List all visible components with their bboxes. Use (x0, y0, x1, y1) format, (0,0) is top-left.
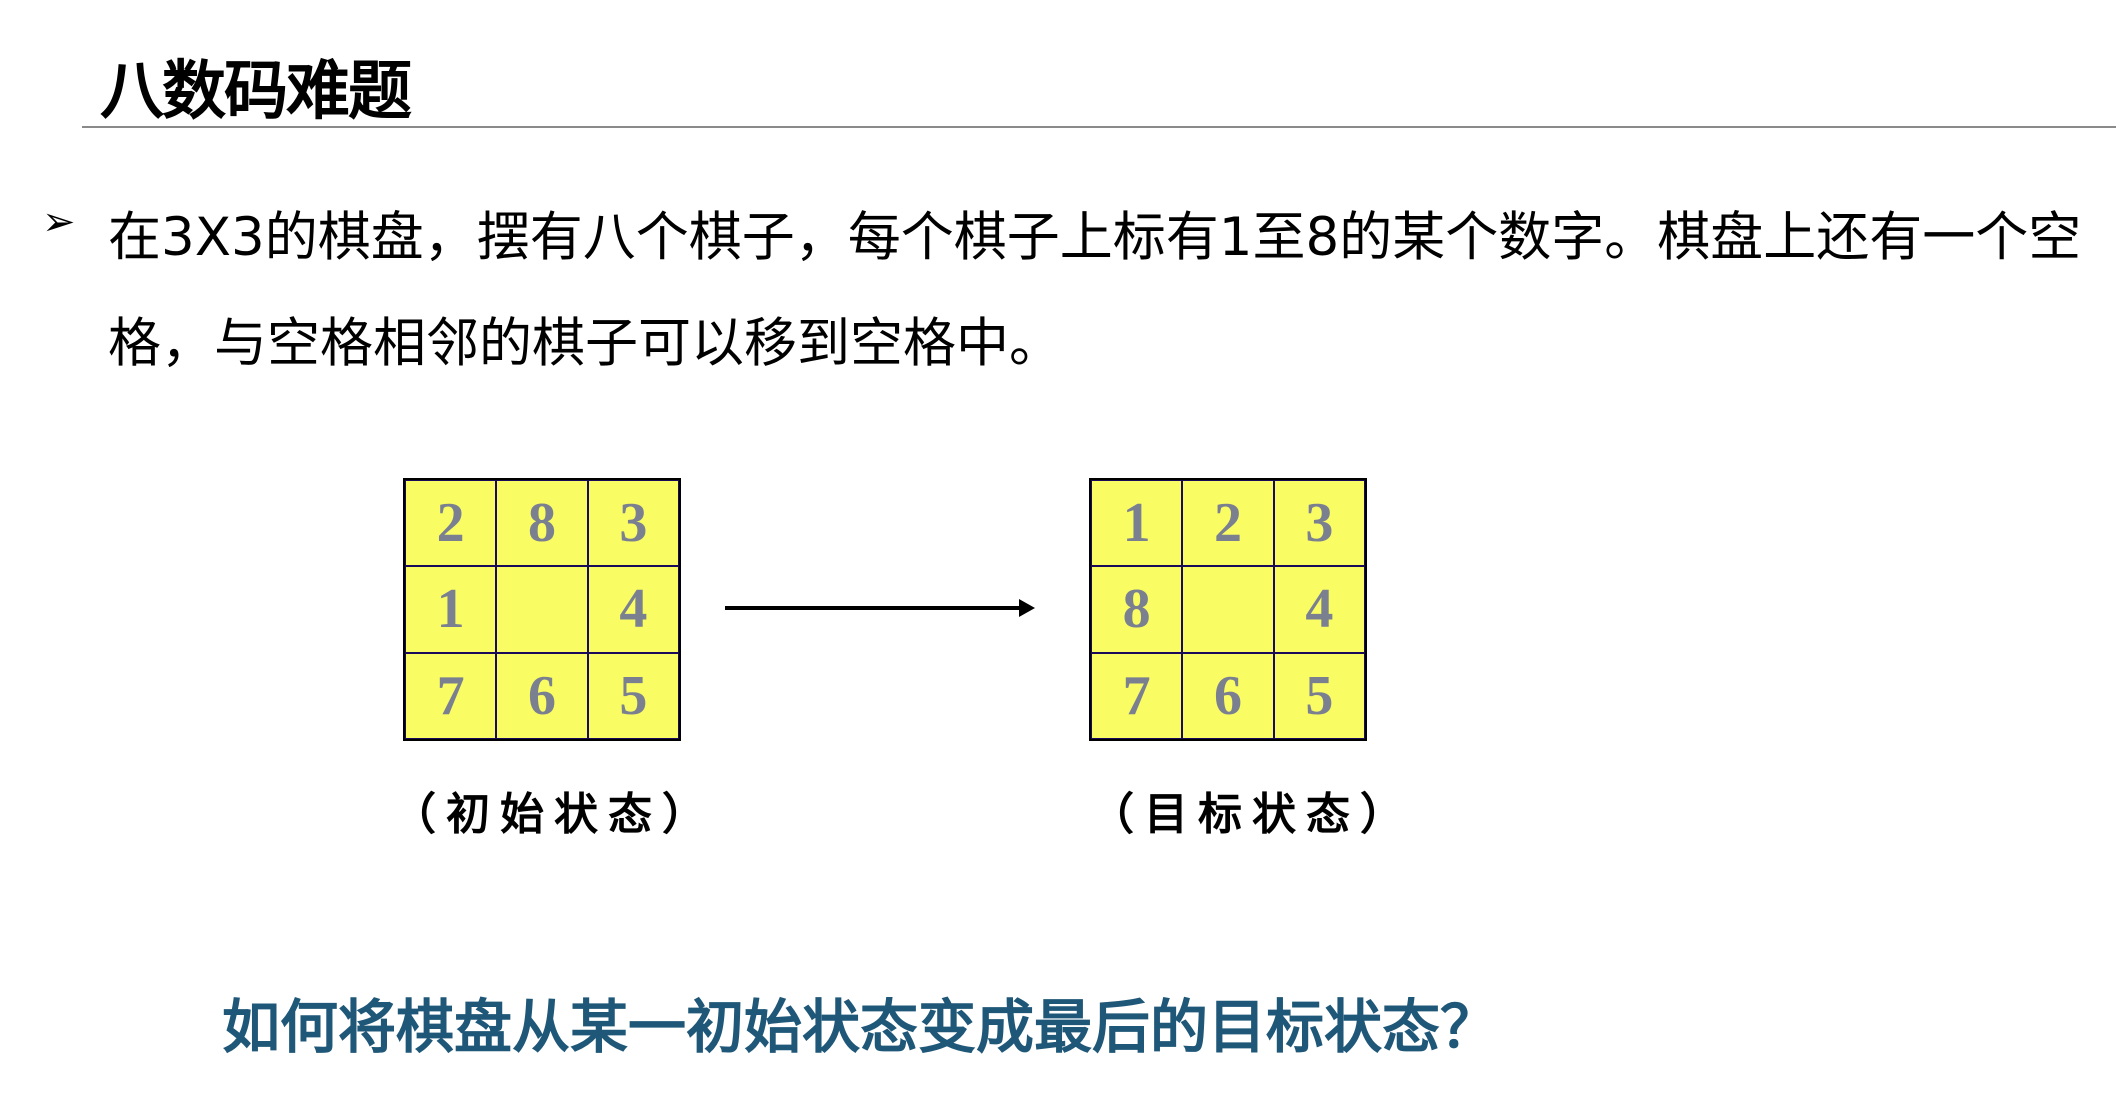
arrow-bullet-icon: ➢ (42, 199, 76, 245)
board-cell: 3 (587, 480, 679, 567)
board-cell: 4 (1273, 566, 1365, 653)
board-cell-empty (496, 566, 588, 653)
board-cell-empty (1182, 566, 1274, 653)
title-divider (82, 126, 2116, 128)
bullet-text: 在3X3的棋盘，摆有八个棋子，每个棋子上标有1至8的某个数字。棋盘上还有一个空格… (108, 207, 2082, 374)
initial-state-caption: （初始状态） (392, 789, 716, 840)
transition-arrow-icon (725, 599, 1035, 617)
board-cell: 1 (1091, 480, 1183, 567)
board-cell: 3 (1273, 480, 1365, 567)
board-cell: 2 (1182, 480, 1274, 567)
board-cell: 8 (1091, 566, 1183, 653)
board-cell: 8 (496, 480, 588, 567)
board-cell: 6 (496, 652, 588, 739)
board-cell: 4 (587, 566, 679, 653)
board-cell: 2 (405, 480, 497, 567)
board-cell: 6 (1182, 652, 1274, 739)
board-cell: 7 (1091, 652, 1183, 739)
initial-state-board: 2 8 3 1 4 7 6 5 (403, 478, 681, 741)
goal-state-board: 1 2 3 8 4 7 6 5 (1089, 478, 1367, 741)
question-text: 如何将棋盘从某一初始状态变成最后的目标状态？ (222, 993, 1499, 1061)
goal-state-caption: （目标状态） (1090, 789, 1414, 840)
board-cell: 7 (405, 652, 497, 739)
board-cell: 5 (587, 652, 679, 739)
board-cell: 1 (405, 566, 497, 653)
board-cell: 5 (1273, 652, 1365, 739)
slide-title: 八数码难题 (100, 55, 412, 129)
